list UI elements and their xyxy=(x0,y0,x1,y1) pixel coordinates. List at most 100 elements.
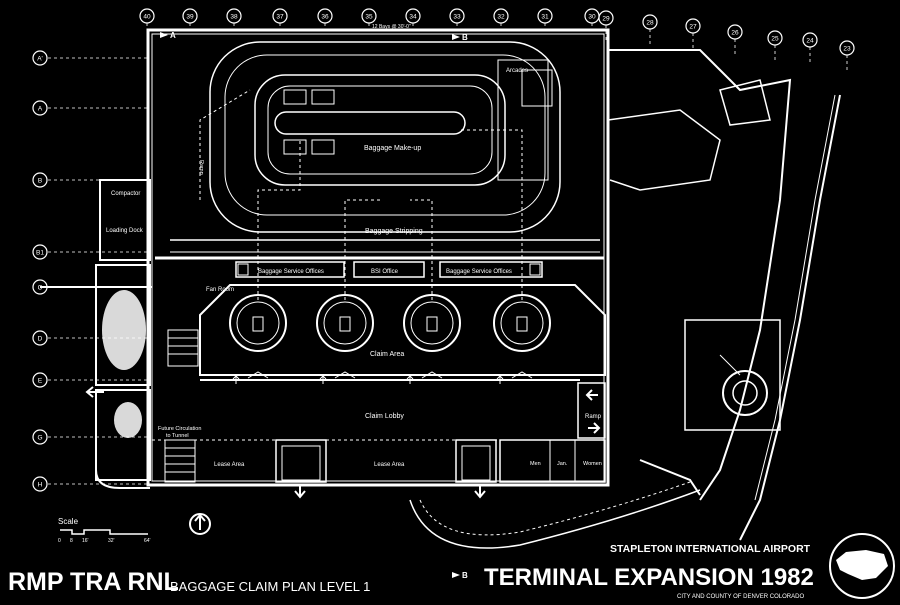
row-bubble-label: C xyxy=(38,285,43,292)
column-bubble-label: 36 xyxy=(321,14,329,21)
label-ramp-right: Ramp xyxy=(585,414,602,420)
column-bubble: 33 xyxy=(449,8,465,30)
claim-lobby xyxy=(152,329,606,483)
section-mark-a-top: A xyxy=(170,31,176,40)
section-mark-b-top: B xyxy=(462,33,468,42)
column-bubble: 29 xyxy=(598,10,614,40)
column-bubble: 39 xyxy=(182,8,198,30)
row-bubble: D xyxy=(32,330,148,346)
column-bubble-label: 39 xyxy=(186,14,194,21)
claim-carousel xyxy=(229,294,287,384)
row-bubble-label: H xyxy=(38,482,43,489)
scale-tick-16: 16' xyxy=(82,538,89,544)
row-bubble-label: B1 xyxy=(36,250,44,257)
row-bubble-label: A' xyxy=(37,56,43,63)
column-bubble: 24 xyxy=(802,32,818,62)
scale-tick-64: 64' xyxy=(144,538,151,544)
column-bubble-label: 26 xyxy=(731,30,739,37)
row-bubble: A' xyxy=(32,50,148,66)
column-bubble-label: 40 xyxy=(143,14,151,21)
row-bubble-label: G xyxy=(37,435,42,442)
column-bubble-label: 31 xyxy=(541,14,549,21)
column-bubble-label: 27 xyxy=(689,24,697,31)
row-bubble: G xyxy=(32,429,148,445)
room-labels: Baggage Make-up Baggage Stripping Baggag… xyxy=(106,24,602,468)
scale-label: Scale xyxy=(58,517,79,526)
label-claim-area: Claim Area xyxy=(370,351,404,358)
column-bubble-label: 25 xyxy=(771,36,779,43)
firm-names: RMP TRA RNL xyxy=(8,568,179,596)
column-bubble: 32 xyxy=(493,8,509,30)
scale-tick-0: 0 xyxy=(58,538,61,544)
label-lease-area-right: Lease Area xyxy=(374,462,405,468)
label-lease-area-left: Lease Area xyxy=(214,462,245,468)
label-bsi-office: BSI Office xyxy=(371,269,399,275)
dimension-note: 12 Bays @ 30'-0" xyxy=(372,24,411,30)
label-arcades: Arcades xyxy=(506,68,528,74)
drawing-title: BAGGAGE CLAIM PLAN LEVEL 1 xyxy=(170,579,370,594)
column-bubble: 36 xyxy=(317,8,333,30)
label-men: Men xyxy=(530,461,541,467)
airport-name: STAPLETON INTERNATIONAL AIRPORT xyxy=(610,543,811,555)
section-mark-b-bottom: B xyxy=(462,571,468,580)
column-bubble: 31 xyxy=(537,8,553,30)
column-bubble: 28 xyxy=(642,14,658,44)
label-fan-room: Fan Room xyxy=(206,287,234,293)
title-block: RMP TRA RNL BAGGAGE CLAIM PLAN LEVEL 1 S… xyxy=(8,533,895,600)
row-bubble-label: E xyxy=(38,378,43,385)
column-bubble: 38 xyxy=(226,8,242,30)
column-bubble-label: 32 xyxy=(497,14,505,21)
column-bubble-label: 37 xyxy=(276,14,284,21)
label-ramp-left: Ramp xyxy=(198,160,204,175)
column-bubble-label: 29 xyxy=(602,16,610,23)
claim-carousels xyxy=(229,294,551,384)
label-baggage-makeup: Baggage Make-up xyxy=(364,145,421,152)
claim-carousel xyxy=(316,294,374,384)
column-bubble: 27 xyxy=(685,18,701,48)
label-baggage-stripping: Baggage Stripping xyxy=(365,228,423,235)
column-bubble-label: 38 xyxy=(230,14,238,21)
claim-carousel xyxy=(493,294,551,384)
flow-arrows xyxy=(85,386,601,535)
column-bubble: 30 xyxy=(584,8,600,30)
conveyor-feeds xyxy=(199,89,523,300)
scale-tick-32: 32' xyxy=(108,538,115,544)
column-bubble: 23 xyxy=(839,40,855,70)
column-bubble: 40 xyxy=(139,8,155,30)
label-baggage-service-offices-right: Baggage Service Offices xyxy=(446,269,512,275)
column-bubble-label: 28 xyxy=(646,20,654,27)
label-jan: Jan. xyxy=(557,461,568,467)
office-strip xyxy=(235,261,543,278)
label-baggage-service-offices-left: Baggage Service Offices xyxy=(258,269,324,275)
label-claim-lobby: Claim Lobby xyxy=(365,413,404,420)
row-bubble: H xyxy=(32,476,148,492)
row-bubble: B1 xyxy=(32,244,148,260)
column-bubble-label: 35 xyxy=(365,14,373,21)
landscape-planting xyxy=(102,290,146,438)
section-marks: A B B xyxy=(160,31,468,580)
column-bubble: 26 xyxy=(727,24,743,54)
column-bubble: 37 xyxy=(272,8,288,30)
column-bubble: 25 xyxy=(767,30,783,60)
label-women: Women xyxy=(583,461,602,467)
scale-bar: Scale 0 8 16' 32' 64' xyxy=(58,517,151,544)
column-bubble: 34 xyxy=(405,8,421,30)
column-bubble-label: 34 xyxy=(409,14,417,21)
row-bubble: C xyxy=(32,279,148,295)
column-bubble-label: 30 xyxy=(588,14,596,21)
column-grid: 40 39 38 37 36 35 34 33 32 31 30 29 28 27 26 25 24 23 xyxy=(139,8,855,70)
column-bubble-label: 23 xyxy=(843,46,851,53)
building-outline xyxy=(40,28,841,549)
owner-name: CITY AND COUNTY OF DENVER COLORADO xyxy=(677,594,804,600)
row-bubble: B xyxy=(32,172,148,188)
label-loading-dock: Loading Dock xyxy=(106,228,144,234)
column-bubble-label: 33 xyxy=(453,14,461,21)
claim-carousel xyxy=(403,294,461,384)
row-bubble-label: B xyxy=(38,178,42,185)
label-compactor: Compactor xyxy=(111,191,140,197)
scale-tick-8: 8 xyxy=(70,538,73,544)
column-bubble-label: 24 xyxy=(806,38,814,45)
